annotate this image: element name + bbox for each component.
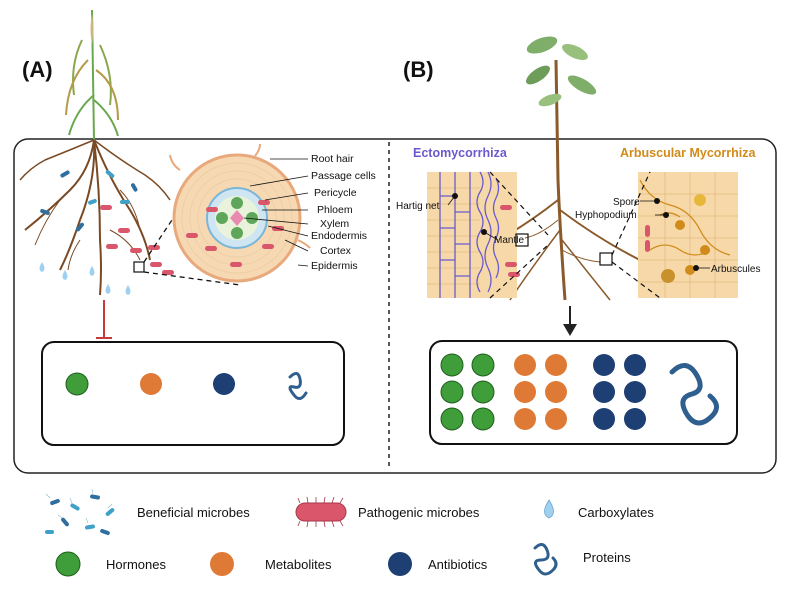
legend-metabolite-icon [210,552,234,576]
label-endodermis: Endodermis [311,230,367,242]
am-tissue [638,172,738,298]
carboxylates-icon [544,499,554,519]
legend-hormone-icon [55,551,81,577]
legend-antibiotics-label: Antibiotics [428,557,488,572]
beneficial-microbes-icon [45,488,115,536]
metabolite-cluster [514,354,567,430]
label-root-hair: Root hair [311,153,354,165]
pathogenic-microbes-icon [295,496,347,528]
inhibition-mark [96,300,112,339]
label-arbuscules: Arbuscules [711,264,760,275]
section-pathogens [186,200,284,267]
root-microbes [40,170,138,232]
metabolite-icon [140,373,162,395]
zoom-box-ecto [515,233,529,247]
zoom-box-am [599,252,613,266]
root-cross-section [169,143,311,283]
label-spore: Spore [613,197,640,208]
legend-proteins-label: Proteins [583,550,631,565]
label-passage-cells: Passage cells [311,170,376,182]
hormone-cluster [440,353,495,431]
label-pericycle: Pericycle [314,187,357,199]
wheat-plant [65,9,119,141]
protein-large-icon [669,363,719,426]
protein-icon [288,372,308,400]
label-xylem: Xylem [320,218,349,230]
arrow-down-icon [563,306,577,336]
panel-a-label: (A) [22,57,53,82]
legend-carboxylates-label: Carboxylates [578,505,654,520]
panel-b-label: (B) [403,57,434,82]
molecule-box-b [429,340,738,445]
root-carboxylates [39,262,131,295]
legend-hormones-label: Hormones [106,557,166,572]
label-phloem: Phloem [317,204,353,216]
label-hartig-net: Hartig net [396,201,440,212]
label-mantle: Mantle [494,235,524,246]
ecto-title: Ectomycorrhiza [413,146,508,160]
section-leaders [243,158,309,267]
tree-plant [526,36,597,181]
label-hyphopodium: Hyphopodium [575,210,637,221]
am-title: Arbuscular Mycorrhiza [620,146,757,160]
main-frame [13,138,777,474]
molecule-box-a [41,341,345,446]
hormone-icon [65,372,89,396]
legend-protein-icon [533,543,558,576]
ecto-tissue [427,171,520,298]
antibiotic-cluster [593,354,646,430]
antibiotic-icon [213,373,235,395]
wheat-roots [19,139,171,296]
label-cortex: Cortex [320,245,352,257]
label-epidermis: Epidermis [311,260,358,272]
legend-metabolites-label: Metabolites [265,557,332,572]
zoom-box-a [133,261,145,273]
section-labels: Root hair Passage cells Pericycle Phloem… [311,153,376,272]
legend-pathogenic-label: Pathogenic microbes [358,505,480,520]
legend-antibiotic-icon [388,552,412,576]
root-pathogens [100,205,174,275]
legend-beneficial-label: Beneficial microbes [137,505,250,520]
